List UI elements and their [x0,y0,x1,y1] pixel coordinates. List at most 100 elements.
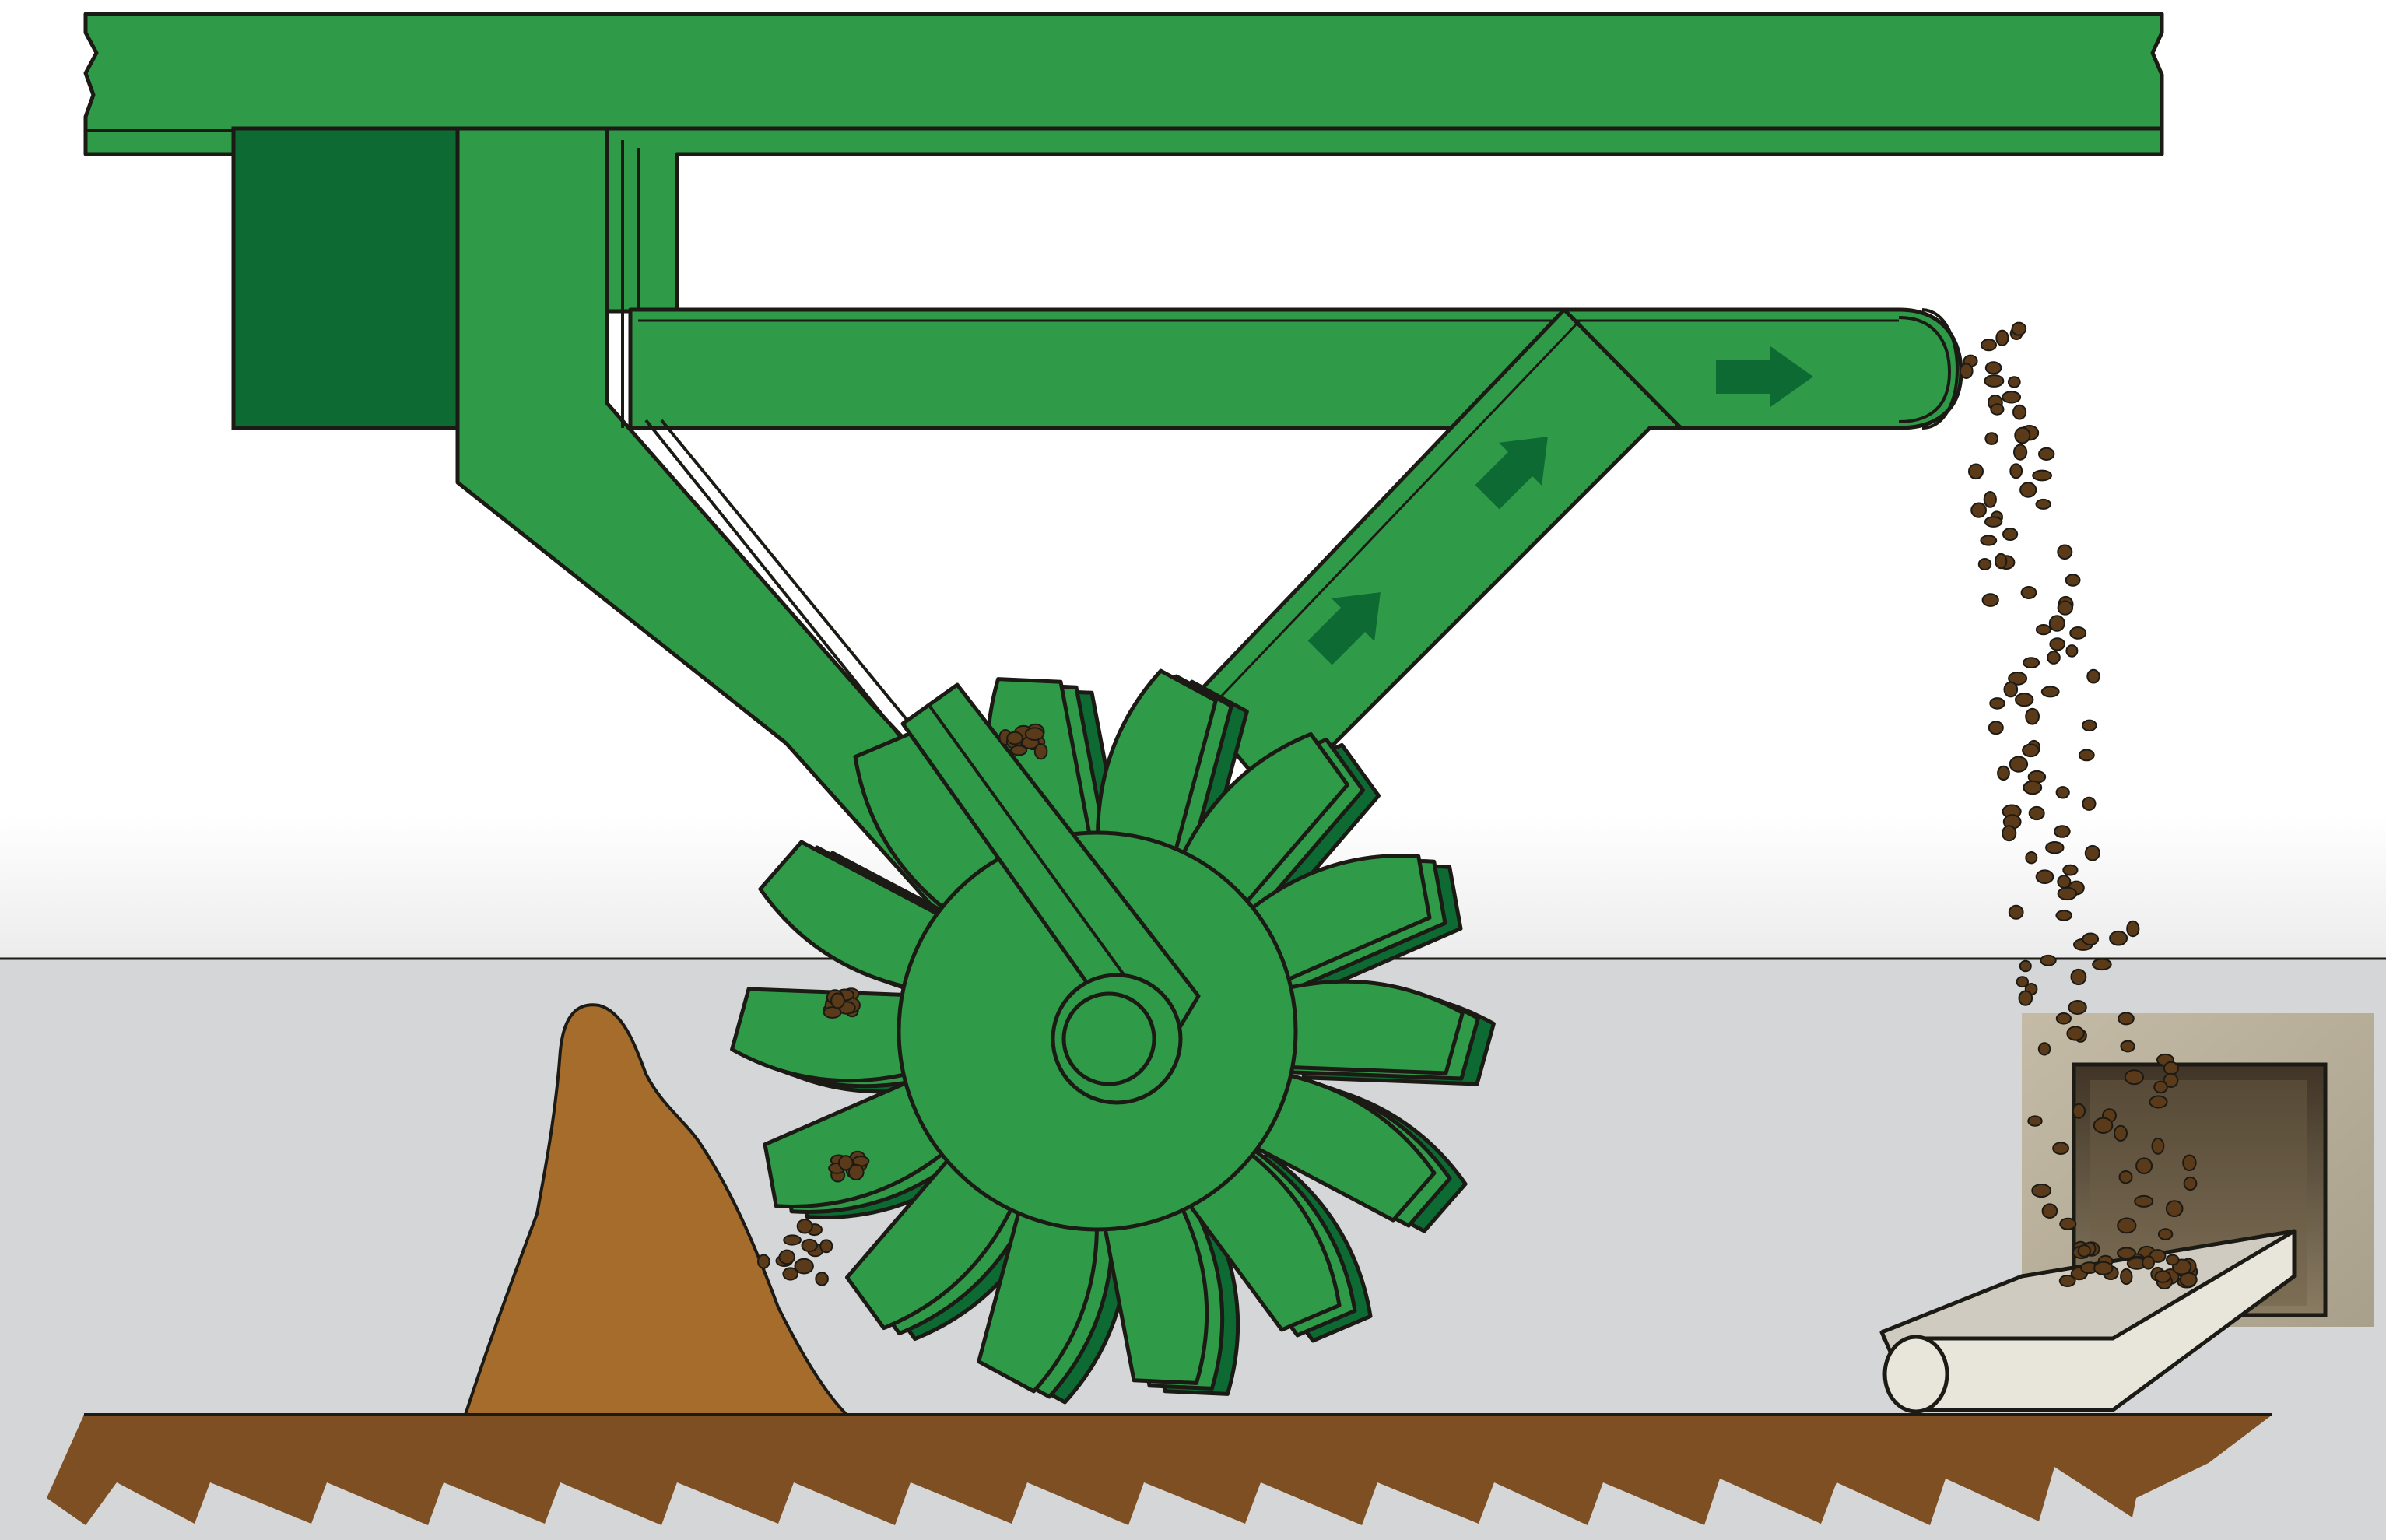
soil-particle [2009,756,2029,773]
flow-arrows [1307,346,1813,665]
soil-particle [796,1219,813,1234]
soil-particle [2124,1069,2144,1086]
soil-particle [2032,469,2053,482]
soil-particle [2023,780,2043,795]
soil-particle [2028,805,2045,821]
soil-particle [2035,624,2051,636]
soil-particle [2120,1040,2135,1053]
soil-particle [1983,491,1997,508]
soil-particle [1010,745,1028,756]
soil-particle [1033,743,1048,760]
soil-particle [2166,1254,2180,1266]
soil-particle [2025,707,2040,725]
soil-particle [2118,1012,2135,1026]
soil-particle [823,1006,842,1019]
soil-particle [2157,1228,2174,1240]
bucket-wheel [730,668,1465,1394]
soil-particle [1981,339,1997,352]
soil-particle [2068,1000,2087,1015]
soil-particle [2070,968,2087,986]
soil-particle [2007,376,2021,388]
soil-particle [2149,1095,2168,1109]
soil-particle [1006,731,1023,745]
soil-particle [1984,432,1998,445]
wheel-axle-inner [1061,991,1156,1086]
falling-soil-particles [1959,321,2198,1240]
wheel-bucket-tooth [763,1073,959,1208]
soil-particle [2092,958,2112,971]
wheel-bucket-tooth [1270,979,1465,1075]
arrow-right-icon [1475,437,1548,510]
soil-particle [2014,426,2031,444]
soil-particle [2082,796,2097,811]
soil-particle [2049,637,2065,651]
soil-particle [2154,1270,2171,1283]
soil-particle [2047,651,2061,665]
soil-particle [2018,990,2033,1006]
soil-particle [2035,498,2051,510]
soil-particle [1959,363,1974,380]
soil-particle [1970,502,1988,518]
soil-particle [2045,841,2065,854]
soil-particle [2038,447,2055,461]
soil-particle [2015,693,2034,707]
soil-particle [2153,1080,2168,1094]
soil-particle [2163,1061,2179,1075]
soil-particle [2057,544,2073,560]
soil-particle [2082,719,2097,731]
wheel-bucket-tooth [1174,731,1349,918]
soil-particle [2135,1157,2153,1174]
wheel-bucket-tooth [845,1144,1021,1331]
soil-particle [2040,686,2060,698]
soil-particle [782,1267,799,1281]
soil-particle [1984,361,2002,375]
soil-particle [2069,626,2087,640]
soil-particle [2055,786,2070,799]
soil-particle [2040,954,2057,966]
soil-particle [2016,976,2030,988]
soil-particle [2055,910,2072,921]
soil-particle [1984,374,2005,388]
arrow-right-icon [1716,346,1813,407]
wheel-bucket-tooth [1100,1191,1209,1385]
soil-particle [2048,615,2065,632]
soil-particle [2086,668,2100,684]
soil-particle [2003,681,2019,698]
soil-particle [2142,1255,2156,1270]
soil-particle [1988,721,2004,735]
soil-particle [1024,727,1045,742]
soil-band [47,1415,2272,1525]
soil-particle [2126,920,2140,938]
soil-particle [2023,657,2040,668]
earth-pile [464,1003,848,1416]
soil-particle [1995,329,2009,346]
soil-particle [1984,516,2003,528]
soil-particle [2093,1117,2114,1135]
soil-particle [2062,864,2079,876]
excavated-soil-particles [757,723,1048,1286]
soil-particle [2072,1103,2086,1119]
soil-particle [2054,825,2071,838]
soil-particle [2025,851,2038,865]
soil-particle [2008,904,2024,920]
soil-particle [2182,1154,2197,1172]
soil-particle [2066,1026,2085,1041]
soil-particle [2055,1012,2072,1025]
soil-particle [838,1155,854,1171]
soil-particle [2084,844,2100,861]
soil-particle [2012,404,2027,420]
soil-particle [819,1239,833,1254]
wheel-bucket-tooth [977,1192,1099,1394]
soil-particle [2120,1268,2133,1286]
soil-particle [1989,697,2005,710]
soil-particle [1968,463,1984,480]
soil-particle [2151,1138,2165,1155]
upper-bracket [605,126,2164,314]
soil-particle [2019,482,2037,498]
wheel-bucket-tooth [730,987,925,1083]
soil-particle [2065,644,2079,658]
soil-particle [2027,1115,2043,1127]
soil-particle [2183,1176,2198,1191]
arrow-right-icon [1307,592,1381,665]
